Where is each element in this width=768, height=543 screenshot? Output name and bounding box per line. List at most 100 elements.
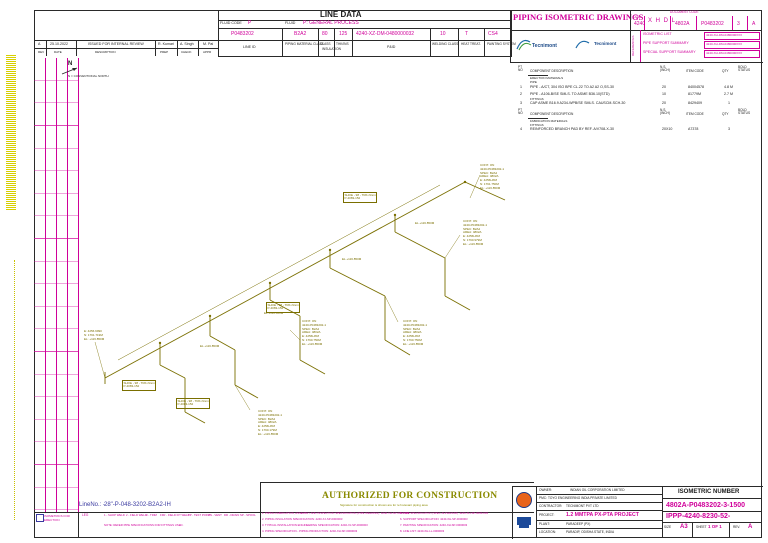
rev-checked: A. Singh [180, 42, 194, 46]
rev-h-desc: DESCRIPTION [95, 50, 116, 54]
elev-label-2: EL +116.850M [342, 257, 362, 261]
title-block [510, 10, 763, 63]
bom-h-bold: BOLD STATUS [738, 65, 751, 73]
bom-row-1-ns: 20 [662, 85, 666, 89]
rev-date: 25.10.2022 [50, 42, 68, 46]
bom-row-1-pt: 1 [520, 85, 522, 89]
ref-isometric-list: ISOMETRIC LIST [643, 32, 672, 36]
rev-approved: M. Pai [203, 42, 214, 46]
doc-part-job: 4240 [634, 21, 646, 27]
line-no-label: LineNo.: - [79, 502, 106, 508]
tecnimont-logo-text: Tecnimont [532, 43, 557, 49]
document-code: 4240 X H D L 4802A P0483202 3 A [630, 16, 762, 30]
iocl-logo [516, 492, 532, 508]
contractor-value: TECNIMONT PVT LTD [566, 504, 599, 508]
size-value: 80 [322, 31, 328, 37]
rev-letter: A [38, 42, 41, 46]
bom-sub-pipe: PIPE [530, 80, 537, 84]
bom-fab-1-qty: 3 [728, 127, 730, 131]
size-label: SIZE [664, 525, 672, 529]
bom-row-2-desc: PIPE - A106-B/SE SMLS. TO ASME B36.10(ST… [530, 92, 610, 96]
rev-h-appr: APPR [203, 50, 212, 54]
pmc-value: TOYO ENGINEERING INDIA PRIVATE LIMITED [548, 496, 617, 500]
plant-label: PLANT: [539, 522, 550, 526]
bom-sub-fittings: FITTINGS [530, 97, 544, 101]
bom2-h-code: ITEM CODE [686, 112, 704, 116]
bom-fab-1-pt: 4 [520, 127, 522, 131]
elev-label-1: EL +116.850M [415, 221, 435, 225]
pipe-class-value: B2A2 [294, 31, 307, 37]
bom-row-1-qty: 4.8 M [724, 85, 733, 89]
bom-h-pt: PT NO [518, 65, 523, 73]
bom-row-2-qty: 2.7 M [724, 92, 733, 96]
line-id-value: P0483202 [231, 31, 254, 37]
line-data-title: LINE DATA [320, 10, 362, 19]
bom-fab-1-ns: 20X10 [662, 127, 673, 131]
col-insulation: INSULATION [322, 47, 341, 51]
col-piping-class: PIPING MATERIAL CLASS [285, 42, 324, 46]
ref-number-3: 4240-XH-DM-0480000XXX [706, 50, 743, 55]
owner-rows: OWNER: INDIAN OIL CORPORATION LIMITED PM… [536, 486, 662, 538]
note-4: 4. PIPING SPECIFICATION - PIPING PRODUCT… [262, 529, 358, 533]
callout-cont-5: CONT. ON 4240-P0483202-1 SPEC: B2A2 AREA… [258, 409, 283, 436]
bom2-h-ns: N.S. (INCH) [660, 108, 670, 116]
fluid-code-value: P [248, 20, 252, 26]
note-7: 7. PAINTING SPECIFICATION: 4240-XH-SP-00… [400, 523, 468, 527]
line-data-values-row: P0483202 B2A2 80 125 4240-XZ-DM-04800000… [218, 28, 510, 40]
owner-block [512, 486, 763, 539]
fluid-code-label: FLUID CODE [220, 21, 242, 25]
rev-description: ISSUED FOR INTERNAL REVIEW [88, 42, 144, 46]
plant-value: PARADEEP (PX) [566, 522, 591, 526]
bom-fit-1-ns: 20 [662, 101, 666, 105]
references-label: REFERENCES [631, 35, 635, 56]
doc-part-line: P0483202 [701, 21, 724, 27]
job-label: JOB [634, 15, 641, 19]
bom-h-qty: QTY [722, 69, 729, 73]
bom2-h-bold: BOLD STATUS [738, 108, 751, 116]
col-painting: PAINTING SYSTEM [487, 42, 516, 46]
legend-item-4: FFR - FIELD FIT WELD [160, 513, 190, 517]
iso-number-label: ISOMETRIC NUMBER [678, 489, 740, 495]
elev-label-4: EL +116.850M [264, 311, 284, 315]
left-margin-text [14, 260, 21, 520]
location-label: LOCATION: [539, 530, 556, 534]
ref-special-support: SPECIAL SUPPORT SUMMARY [643, 50, 696, 54]
rev-h-date: DATE [54, 50, 62, 54]
north-note: N = CONVENTIONAL NORTH [68, 74, 109, 78]
note-2: 2. PIPING INSULATION SPECIFICATION: 4240… [262, 517, 343, 521]
doc-part-sheet: 3 [737, 21, 740, 27]
legend-item-8: SP - SPOOL [240, 513, 256, 517]
sheet-value: 1 OF 1 [708, 524, 722, 529]
support-label-4: SHOE - 98 - TRK-Nnnn P-4083-152 [176, 398, 211, 409]
rev-label: REV. [733, 525, 741, 529]
note-5: 5. PIPE SPECIFICATION (SPEC ALPHANUM): 4… [400, 511, 488, 515]
doc-part-rev: A [752, 21, 756, 27]
size-value: A3 [680, 524, 688, 530]
main-title: PIPING ISOMETRIC DRAWINGS [513, 12, 644, 22]
authorized-stamp: AUTHORIZED FOR CONSTRUCTION [322, 491, 498, 501]
col-welding: WELDING CLASS [432, 42, 459, 46]
ref-number-2: 4240-XH-DM-0480000XXX [706, 41, 743, 46]
bom-section-erection: ERECTION MATERIALS [530, 75, 564, 80]
toyo-logo [516, 514, 532, 530]
bom-row-2-pt: 2 [520, 92, 522, 96]
bom-h-ns: N.S. (INCH) [660, 65, 670, 73]
note-8: 8. LINE LIST: 4240-XH-LL-0000003 [400, 529, 445, 533]
bom-fab-1-desc: REINFORCED BRANCH PAD BY REF. A/V708-X-3… [530, 127, 614, 131]
ref-number-box-2 [704, 41, 760, 49]
fluid-label: FLUID [285, 21, 296, 25]
heat-treat-value: T [465, 31, 469, 37]
tecnimont-pvt-logo-text: Tecnimont [594, 41, 617, 46]
line-no-value: 28"-P-048-3202-B2A2-IH [104, 502, 171, 508]
bom-h-desc: COMPONENT DESCRIPTION [530, 69, 574, 73]
doc-part-type: X H D L [648, 18, 677, 24]
col-pid: P&ID [387, 45, 396, 49]
note-3: 3. TYPICAL INSTALLATION ENGINEERING SPEC… [262, 523, 368, 527]
client-box [36, 514, 44, 522]
bom2-h-qty: QTY [722, 112, 729, 116]
document-code-label: DOCUMENT CODE [670, 10, 699, 14]
legend-item-6: VN - VENT [208, 513, 222, 517]
pid-value: 4240-XZ-DM-0480000032 [356, 31, 415, 37]
elev-label-3: EL +116.850M [200, 344, 220, 348]
welding-value: 10 [440, 31, 446, 37]
